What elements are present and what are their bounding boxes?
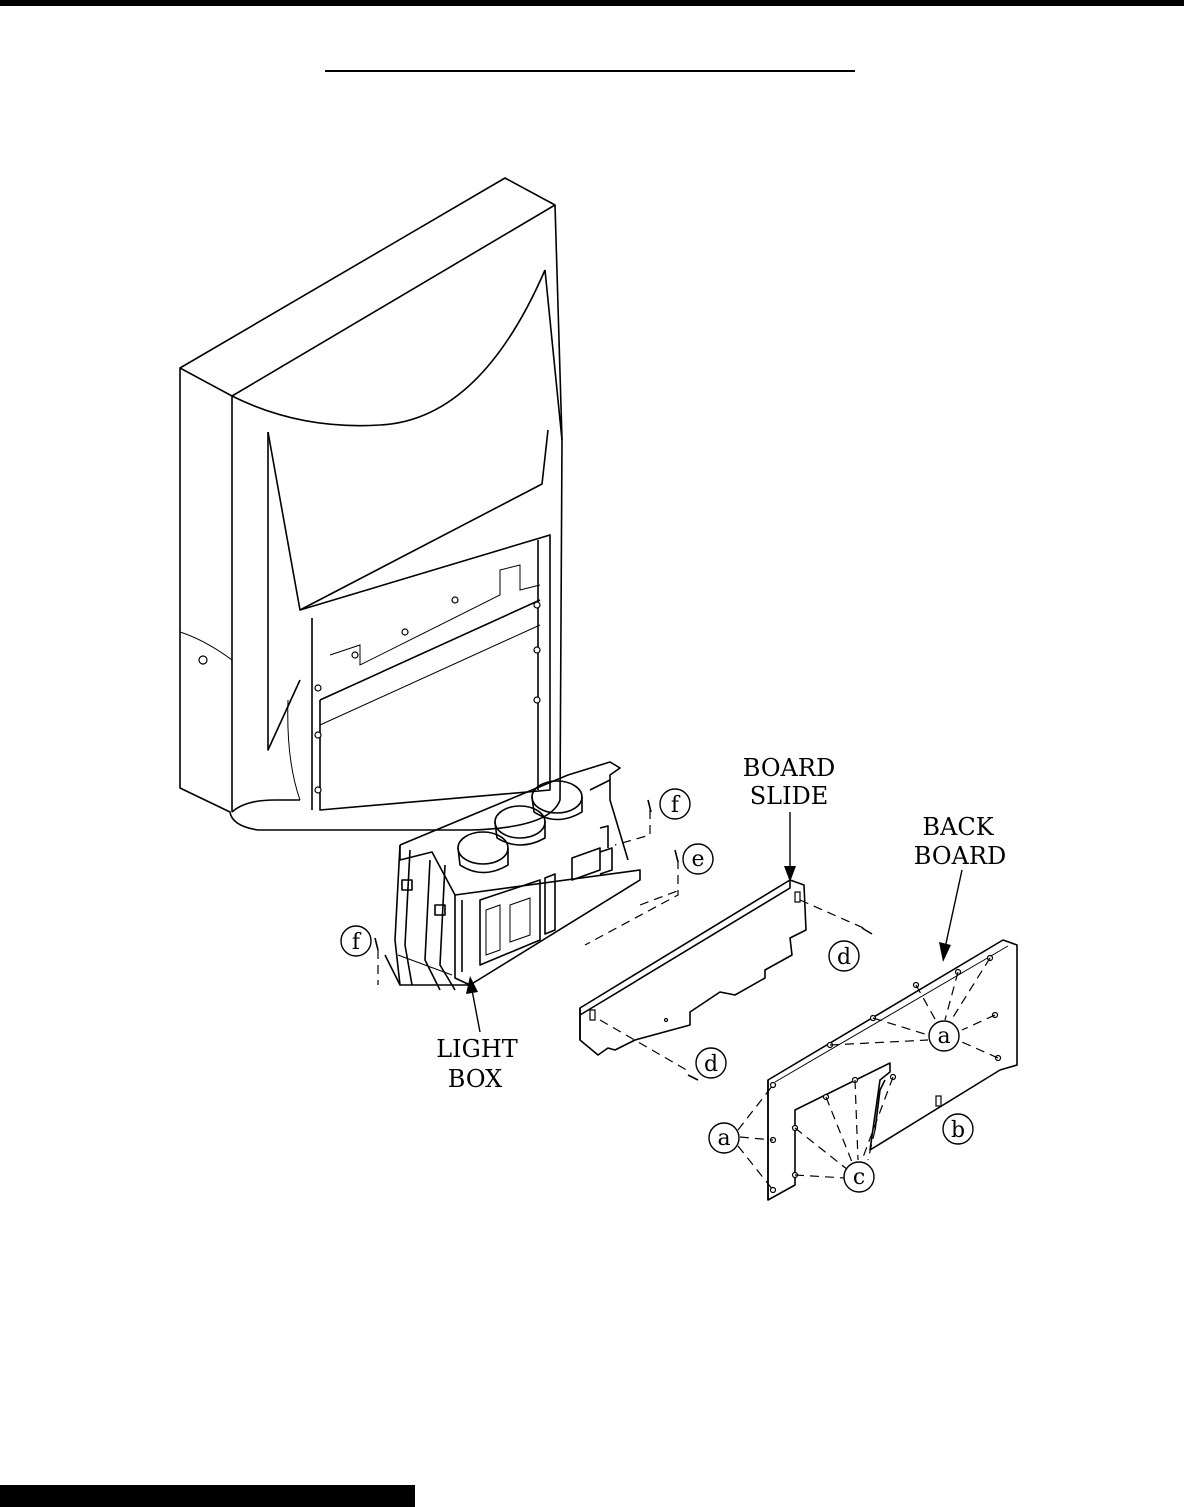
back-board-label-line2: BOARD xyxy=(914,842,1006,870)
callout-f-upper: f xyxy=(660,789,690,819)
callout-d-right-text: d xyxy=(837,945,851,970)
board-slide xyxy=(580,880,806,1055)
light-box-label-line1: LIGHT xyxy=(436,1035,518,1063)
callout-a-right: a xyxy=(929,1021,959,1051)
callout-f-lower: f xyxy=(341,926,371,956)
board-slide-label-line1: BOARD xyxy=(743,754,835,782)
callout-a-right-text: a xyxy=(937,1024,950,1049)
back-board xyxy=(768,940,1017,1200)
callout-d-left: d xyxy=(696,1048,726,1078)
board-slide-label-line2: SLIDE xyxy=(750,782,829,810)
callout-d-right: d xyxy=(829,941,859,971)
callout-a-left: a xyxy=(709,1123,739,1153)
callout-a-left-text: a xyxy=(717,1126,730,1151)
callout-e-text: e xyxy=(691,847,704,872)
callout-b: b xyxy=(943,1114,973,1144)
callout-c: c xyxy=(844,1162,874,1192)
light-box xyxy=(385,762,640,990)
light-box-label-line2: BOX xyxy=(448,1065,502,1093)
tv-cabinet xyxy=(180,178,562,830)
callout-e: e xyxy=(683,844,713,874)
callout-b-text: b xyxy=(951,1118,965,1143)
bottom-bar xyxy=(0,1485,415,1507)
back-board-label-line1: BACK xyxy=(922,813,994,841)
callout-d-left-text: d xyxy=(704,1052,718,1077)
callout-c-text: c xyxy=(853,1165,865,1190)
